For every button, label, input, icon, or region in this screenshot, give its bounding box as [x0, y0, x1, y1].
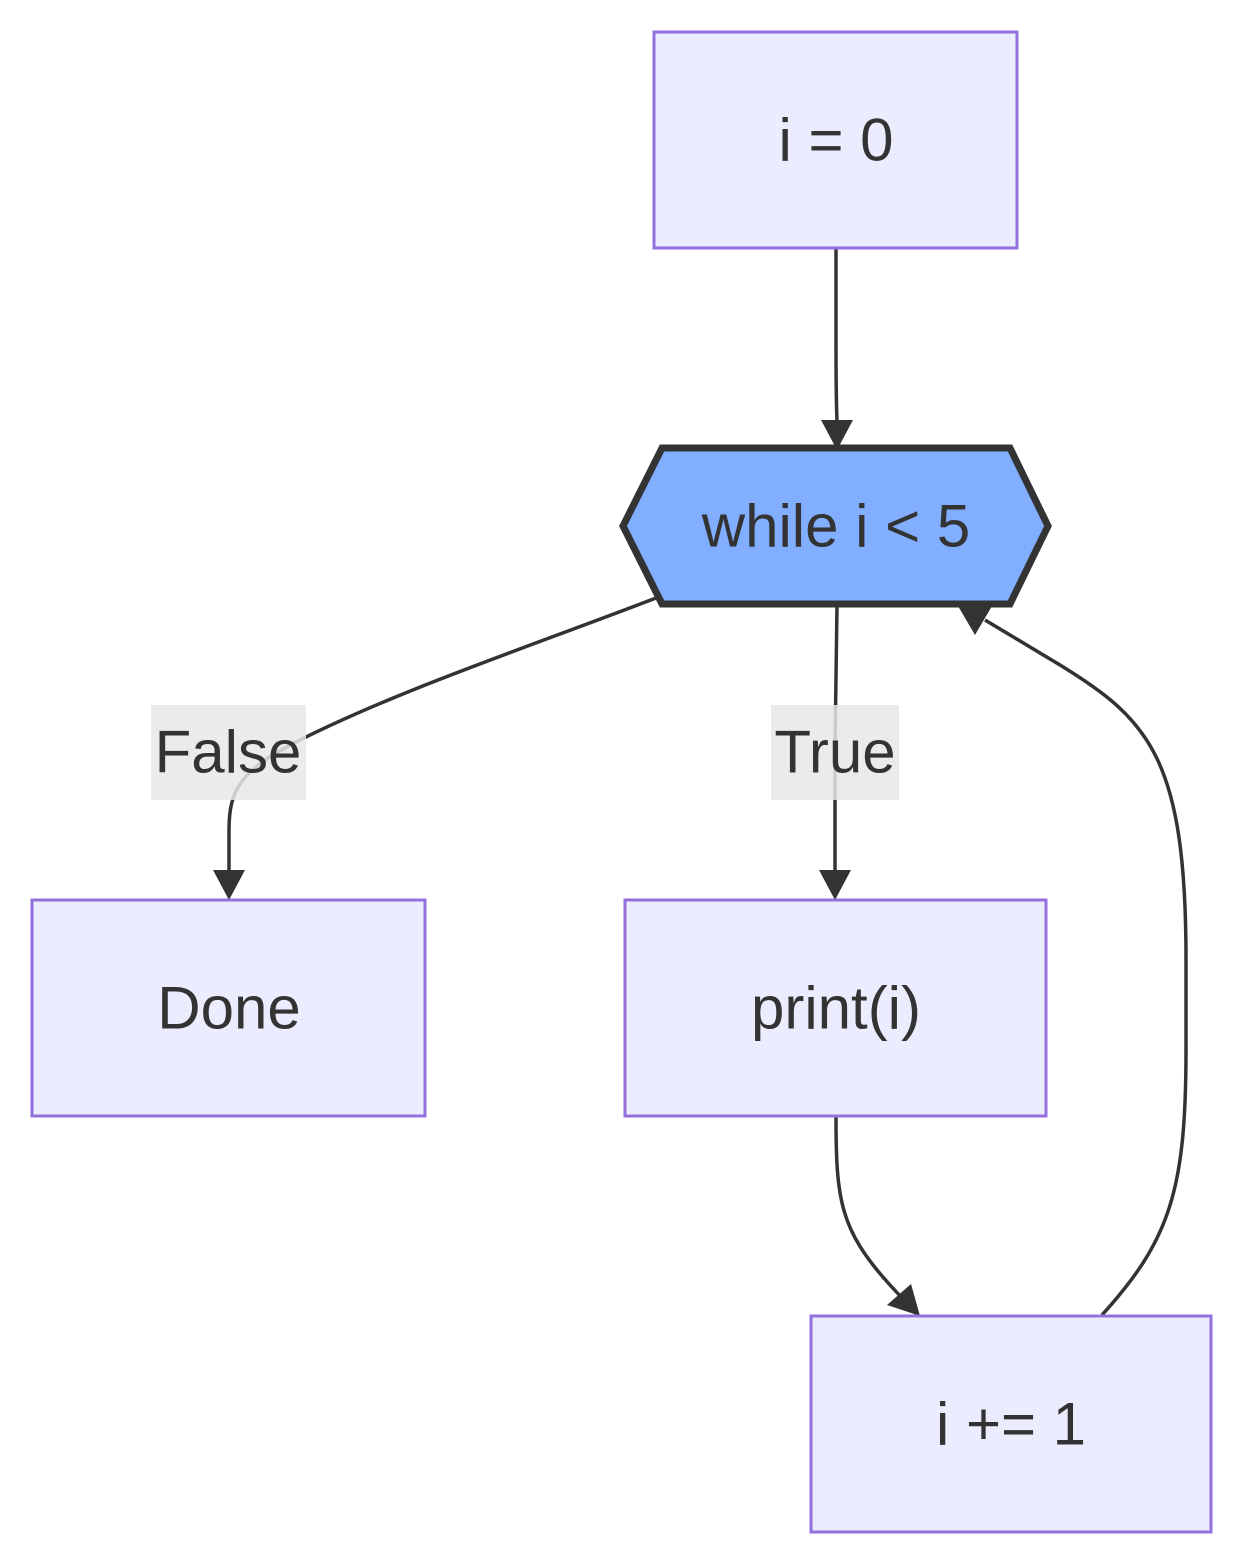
node-increment: i += 1 — [809, 1314, 1213, 1534]
node-print-label: print(i) — [751, 975, 921, 1042]
node-init-label: i = 0 — [778, 107, 893, 174]
node-done-label: Done — [157, 975, 300, 1042]
node-loop-condition-label: while i < 5 — [701, 493, 970, 560]
node-done-box — [30, 898, 427, 1118]
node-loop-condition-hexagon — [619, 444, 1052, 608]
edge-label-false: False — [151, 705, 306, 800]
arrowhead-init-to-condition — [821, 420, 853, 450]
node-print: print(i) — [623, 898, 1048, 1118]
edge-label-false-text: False — [155, 719, 302, 786]
arrowhead-increment-to-condition — [958, 606, 992, 635]
edges — [213, 248, 1188, 1317]
edge-init-to-condition — [834, 248, 839, 421]
node-init-box — [652, 30, 1019, 250]
node-increment-label: i += 1 — [936, 1391, 1086, 1458]
arrowhead-condition-to-print — [819, 870, 851, 900]
edge-label-true-text: True — [774, 719, 895, 786]
edge-increment-to-condition — [984, 618, 1188, 1317]
node-increment-box — [809, 1314, 1213, 1534]
node-print-box — [623, 898, 1048, 1118]
arrowhead-print-to-increment — [887, 1284, 920, 1316]
edge-label-true-background — [771, 705, 899, 800]
node-done: Done — [30, 898, 427, 1118]
edge-print-to-increment — [834, 1116, 904, 1300]
node-init: i = 0 — [652, 30, 1019, 250]
arrowhead-condition-to-done — [213, 870, 245, 900]
edge-label-true: True — [771, 705, 899, 800]
node-loop-condition: while i < 5 — [619, 444, 1052, 608]
edge-label-false-background — [151, 705, 306, 800]
